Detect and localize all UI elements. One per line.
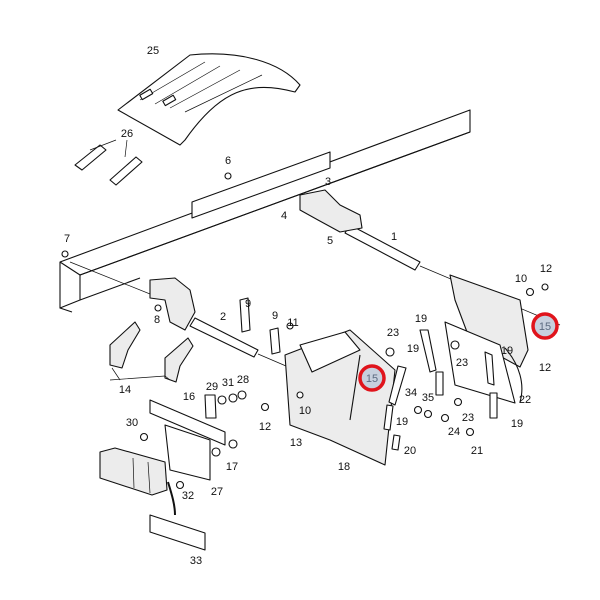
- callout-label: 20: [404, 445, 416, 457]
- shafts: [69, 224, 561, 373]
- clips-and-hangers: [109, 297, 281, 383]
- callout-label: 9: [272, 310, 278, 322]
- callout-labels: 25 26 6 3 4 5 1 7 8 9 9 11 2 14 16 29 31…: [64, 45, 552, 567]
- callout-label: 3: [325, 176, 331, 188]
- callout-label: 26: [121, 128, 133, 140]
- mount-brackets: [61, 172, 363, 331]
- callout-label: 19: [511, 418, 523, 430]
- callout-label: 23: [462, 412, 474, 424]
- callout-label: 24: [448, 426, 460, 438]
- callout-label: 21: [471, 445, 483, 457]
- callout-label: 7: [64, 233, 70, 245]
- callout-label: 5: [327, 235, 333, 247]
- callout-label: 28: [237, 374, 249, 386]
- callout-label: 19: [501, 345, 513, 357]
- callout-label: 10: [299, 405, 311, 417]
- hotspot-label: 15: [366, 373, 378, 385]
- hotspot-label: 15: [539, 321, 551, 333]
- callout-label: 35: [422, 392, 434, 404]
- callout-label: 19: [415, 313, 427, 325]
- hotspot-part-15-left[interactable]: 15: [358, 364, 386, 392]
- light-bracket: [149, 390, 247, 481]
- callout-label: 4: [281, 210, 287, 222]
- callout-label: 14: [119, 384, 131, 396]
- callout-label: 25: [147, 45, 159, 57]
- tail-light: [99, 447, 206, 551]
- callout-label: 32: [182, 490, 194, 502]
- left-mudflap: [284, 329, 396, 466]
- callout-label: 16: [183, 391, 195, 403]
- mudflap-strips: [383, 329, 498, 451]
- callout-label: 29: [206, 381, 218, 393]
- fender-brackets: [74, 139, 143, 186]
- callout-label: 10: [515, 273, 527, 285]
- callout-label: 22: [519, 394, 531, 406]
- callout-label: 18: [338, 461, 350, 473]
- right-mudflap: [444, 274, 529, 404]
- callout-label: 33: [190, 555, 202, 567]
- callout-label: 34: [405, 387, 417, 399]
- fasteners: [139, 283, 549, 490]
- callout-label: 19: [407, 343, 419, 355]
- callout-label: 2: [220, 311, 226, 323]
- callout-label: 12: [539, 362, 551, 374]
- callout-label: 8: [154, 314, 160, 326]
- callout-label: 30: [126, 417, 138, 429]
- callout-label: 6: [225, 155, 231, 167]
- callout-label: 27: [211, 486, 223, 498]
- callout-label: 23: [456, 357, 468, 369]
- callout-label: 19: [396, 416, 408, 428]
- callout-label: 23: [387, 327, 399, 339]
- callout-label: 13: [290, 437, 302, 449]
- callout-label: 12: [540, 263, 552, 275]
- fender-part: [117, 53, 301, 146]
- callout-label: 11: [287, 317, 298, 329]
- callout-label: 17: [226, 461, 238, 473]
- callout-label: 31: [222, 377, 234, 389]
- callout-label: 1: [391, 231, 397, 243]
- frame-rail: [59, 109, 471, 313]
- hotspot-part-15-right[interactable]: 15: [531, 312, 559, 340]
- callout-label: 12: [259, 421, 271, 433]
- callout-label: 9: [245, 298, 251, 310]
